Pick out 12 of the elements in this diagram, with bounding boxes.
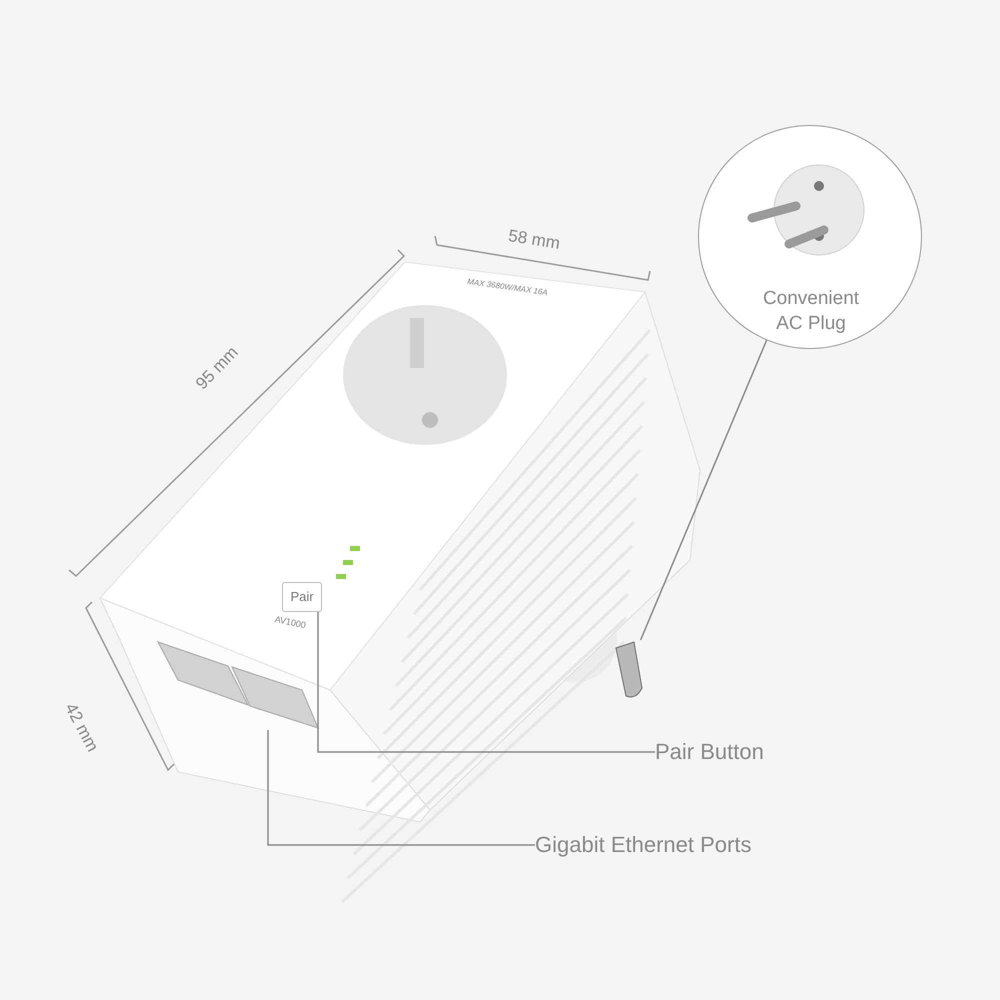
pair-button: Pair: [282, 582, 322, 612]
dimension-label: 58 mm: [506, 226, 562, 254]
leader-line: [267, 730, 535, 846]
dimension-label: 95 mm: [192, 342, 242, 394]
callout-text: Pair Button: [655, 739, 764, 765]
leader-line: [640, 340, 768, 640]
leader-line: [317, 612, 655, 753]
dimension-label: 42 mm: [60, 700, 102, 756]
callout-text: Convenient AC Plug: [762, 287, 860, 336]
model-text: AV1000: [274, 614, 307, 630]
callout-text: Gigabit Ethernet Ports: [535, 832, 752, 858]
rating-text: MAX 3680W/MAX 16A: [466, 277, 548, 298]
